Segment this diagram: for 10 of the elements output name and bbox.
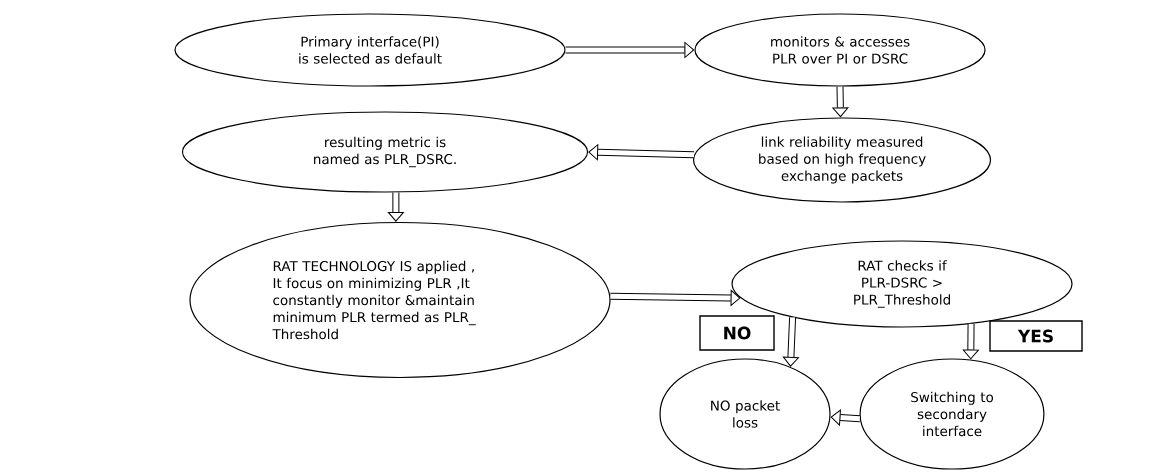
arrow [387,192,404,222]
arrow [782,317,799,367]
arrow [962,323,979,360]
arrow [830,409,861,426]
arrow [588,144,695,161]
arrow [832,86,849,118]
arrow [610,289,741,306]
arrow [565,42,695,58]
answer-box: YES [989,320,1083,352]
answer-box: NO [699,315,775,351]
